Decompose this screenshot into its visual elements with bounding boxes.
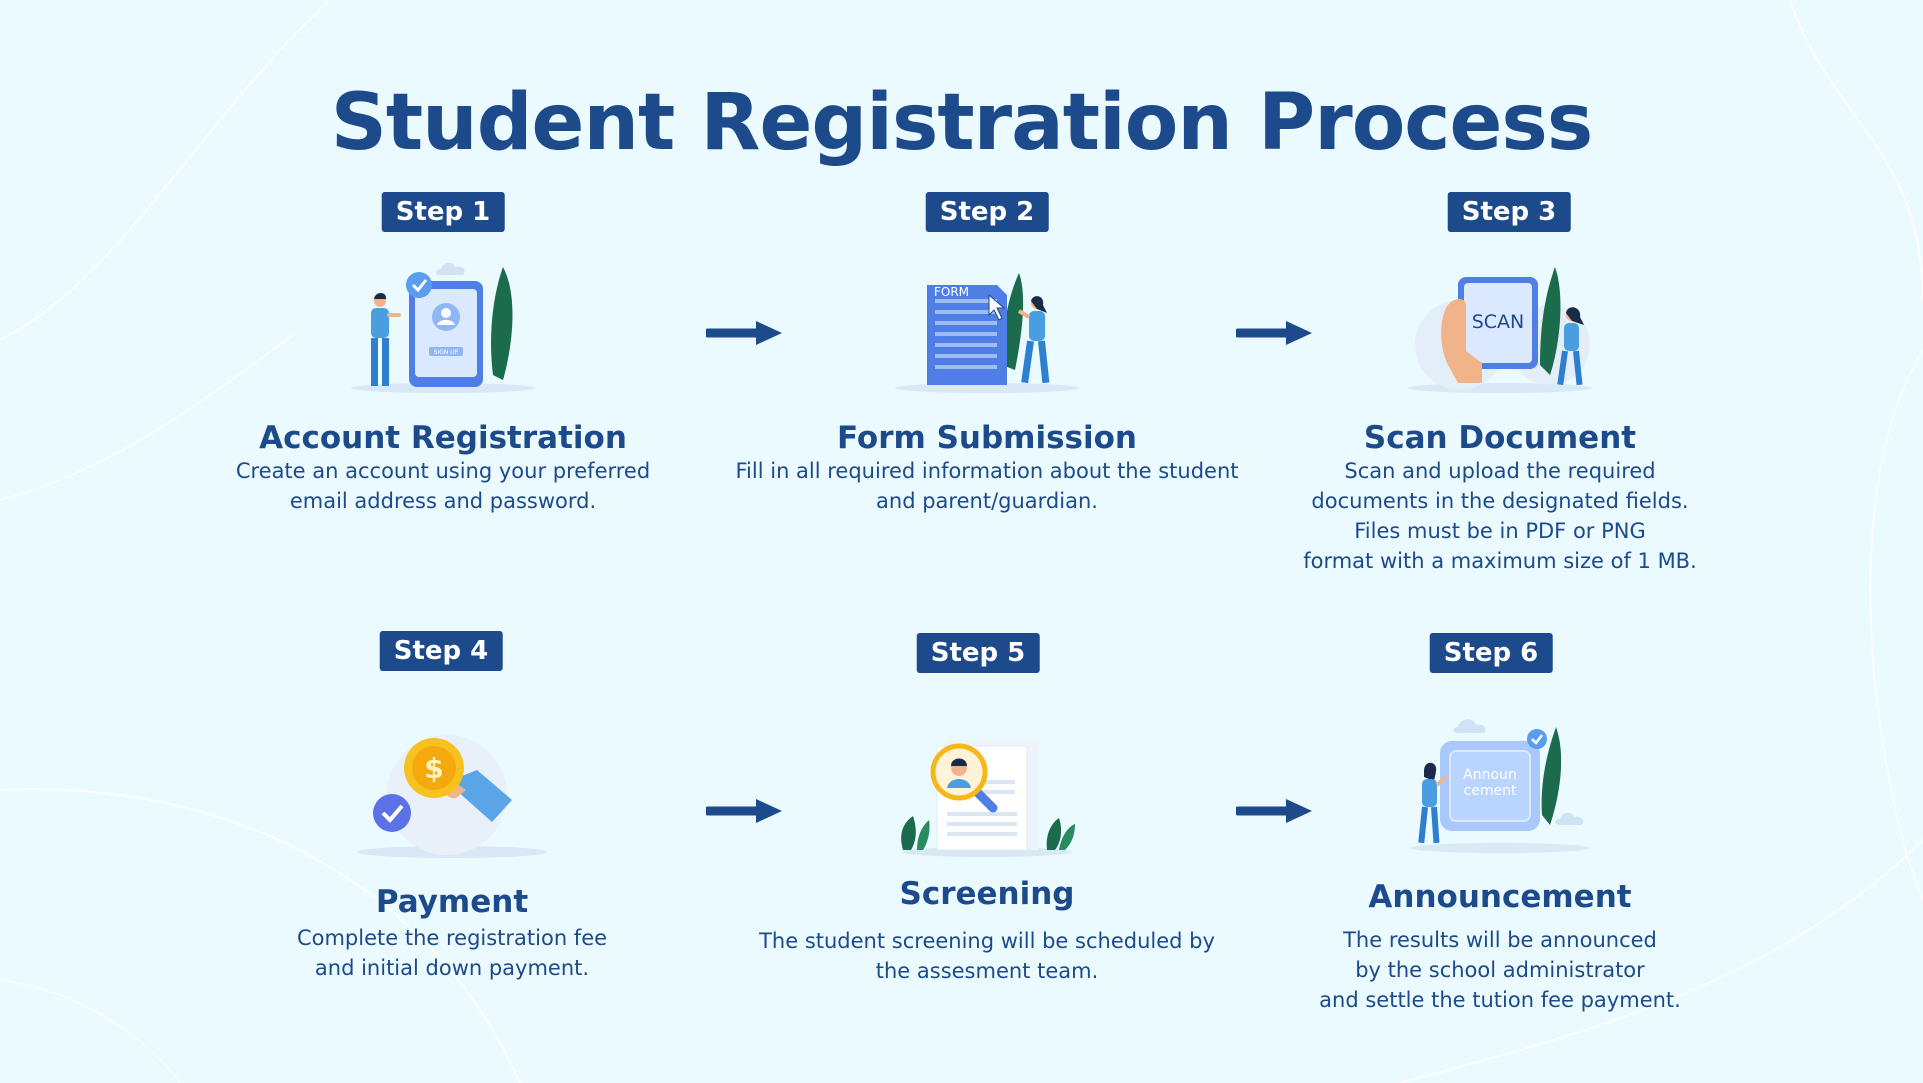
magnifier-screening-icon [901, 740, 1075, 857]
step-1-badge: Step 1 [381, 192, 505, 232]
step-6-description: The results will be announced by the sch… [1240, 925, 1760, 1015]
step-2-desc-line: and parent/guardian. [876, 489, 1098, 513]
step-5-description: The student screening will be scheduled … [727, 926, 1247, 986]
step-5-desc-line: The student screening will be scheduled … [759, 929, 1215, 953]
step-4-title: Payment [375, 884, 529, 920]
step-3-title: Scan Document [1363, 420, 1637, 456]
step-4-desc-line: Complete the registration fee [296, 926, 608, 950]
step-3-desc-line: Scan and upload the required [1344, 459, 1656, 483]
step-1-title: Account Registration [259, 420, 627, 456]
step-6-desc-line: and settle the tution fee payment. [1319, 988, 1681, 1012]
announcement-label-line-2: cement [1464, 783, 1517, 799]
arrow-right-icon [706, 799, 782, 823]
step-2-badge: Step 2 [925, 192, 1049, 232]
step-5-title: Screening [899, 876, 1075, 912]
step-3-description: Scan and upload the required documents i… [1240, 456, 1760, 576]
step-2-description: Fill in all required information about t… [727, 456, 1247, 516]
sign-up-phone-icon: SIGN UP [351, 262, 535, 393]
step-3-desc-line: Files must be in PDF or PNG [1354, 519, 1646, 543]
step-1-desc-line: Create an account using your preferred [235, 459, 651, 483]
step-4-badge: Step 4 [379, 631, 503, 671]
announcement-label-line-1: Announ [1463, 767, 1517, 783]
step-5-badge: Step 5 [916, 633, 1040, 673]
step-3-desc-line: format with a maximum size of 1 MB. [1303, 549, 1697, 573]
arrow-right-icon [706, 321, 782, 345]
sign-up-button-label: SIGN UP [434, 349, 459, 356]
form-document-icon: FORM [895, 273, 1079, 393]
arrow-right-icon [1236, 321, 1312, 345]
step-6-desc-line: The results will be announced [1343, 928, 1657, 952]
step-1-desc-line: email address and password. [289, 489, 597, 513]
step-4-description: Complete the registration fee and initia… [192, 923, 712, 983]
scan-tablet-icon: SCAN [1408, 267, 1592, 393]
step-2-desc-line: Fill in all required information about t… [735, 459, 1239, 483]
arrow-right-icon [1236, 799, 1312, 823]
step-5-desc-line: the assesment team. [875, 959, 1099, 983]
step-6-title: Announcement [1368, 879, 1632, 915]
announcement-board-icon: Announ cement [1410, 719, 1590, 853]
step-6-desc-line: by the school administrator [1355, 958, 1645, 982]
scan-label: SCAN [1472, 311, 1525, 333]
step-2-title: Form Submission [836, 420, 1137, 456]
page-title: Student Registration Process [330, 78, 1594, 168]
form-label: FORM [934, 285, 969, 299]
step-1-description: Create an account using your preferred e… [183, 456, 703, 516]
step-3-desc-line: documents in the designated fields. [1311, 489, 1689, 513]
step-3-badge: Step 3 [1447, 192, 1571, 232]
dollar-sign: $ [424, 752, 443, 785]
step-4-desc-line: and initial down payment. [314, 956, 590, 980]
coin-payment-icon: $ [357, 735, 547, 858]
step-6-badge: Step 6 [1429, 633, 1553, 673]
